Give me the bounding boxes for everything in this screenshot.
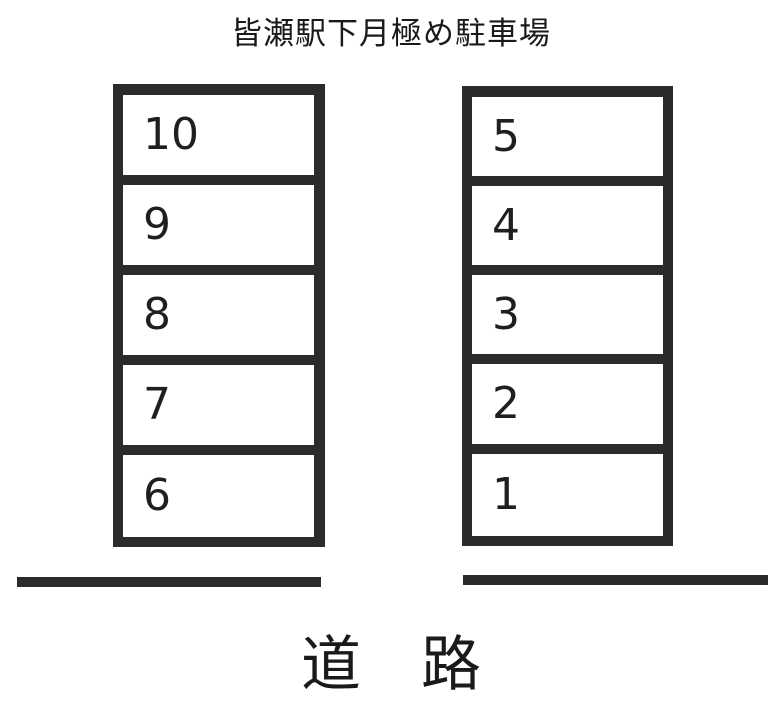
road-edge-right: [463, 575, 768, 585]
parking-stall-4[interactable]: 4: [472, 186, 663, 265]
parking-stall-9[interactable]: 9: [123, 185, 314, 265]
stall-number: 10: [143, 109, 199, 160]
stall-number: 7: [143, 379, 171, 430]
stall-number: 1: [492, 469, 520, 520]
parking-stall-5[interactable]: 5: [472, 97, 663, 176]
stall-number: 3: [492, 288, 520, 340]
parking-stall-1[interactable]: 1: [472, 454, 663, 536]
stall-number: 9: [143, 199, 171, 250]
stall-number: 6: [143, 470, 171, 521]
parking-block-right: 5 4 3 2 1: [462, 86, 673, 546]
stall-number: 8: [143, 289, 171, 340]
stall-number: 4: [492, 199, 520, 251]
parking-stall-10[interactable]: 10: [123, 95, 314, 175]
stall-number: 5: [492, 110, 520, 162]
parking-stall-8[interactable]: 8: [123, 275, 314, 355]
parking-stall-7[interactable]: 7: [123, 365, 314, 445]
road-edge-left: [17, 577, 321, 587]
parking-stall-3[interactable]: 3: [472, 275, 663, 354]
parking-stall-2[interactable]: 2: [472, 364, 663, 444]
page-title: 皆瀬駅下月極め駐車場: [231, 16, 551, 52]
stall-number: 2: [492, 378, 520, 429]
parking-block-left: 10 9 8 7 6: [113, 84, 325, 547]
road-label: 道路: [301, 630, 541, 700]
parking-stall-6[interactable]: 6: [123, 455, 314, 537]
